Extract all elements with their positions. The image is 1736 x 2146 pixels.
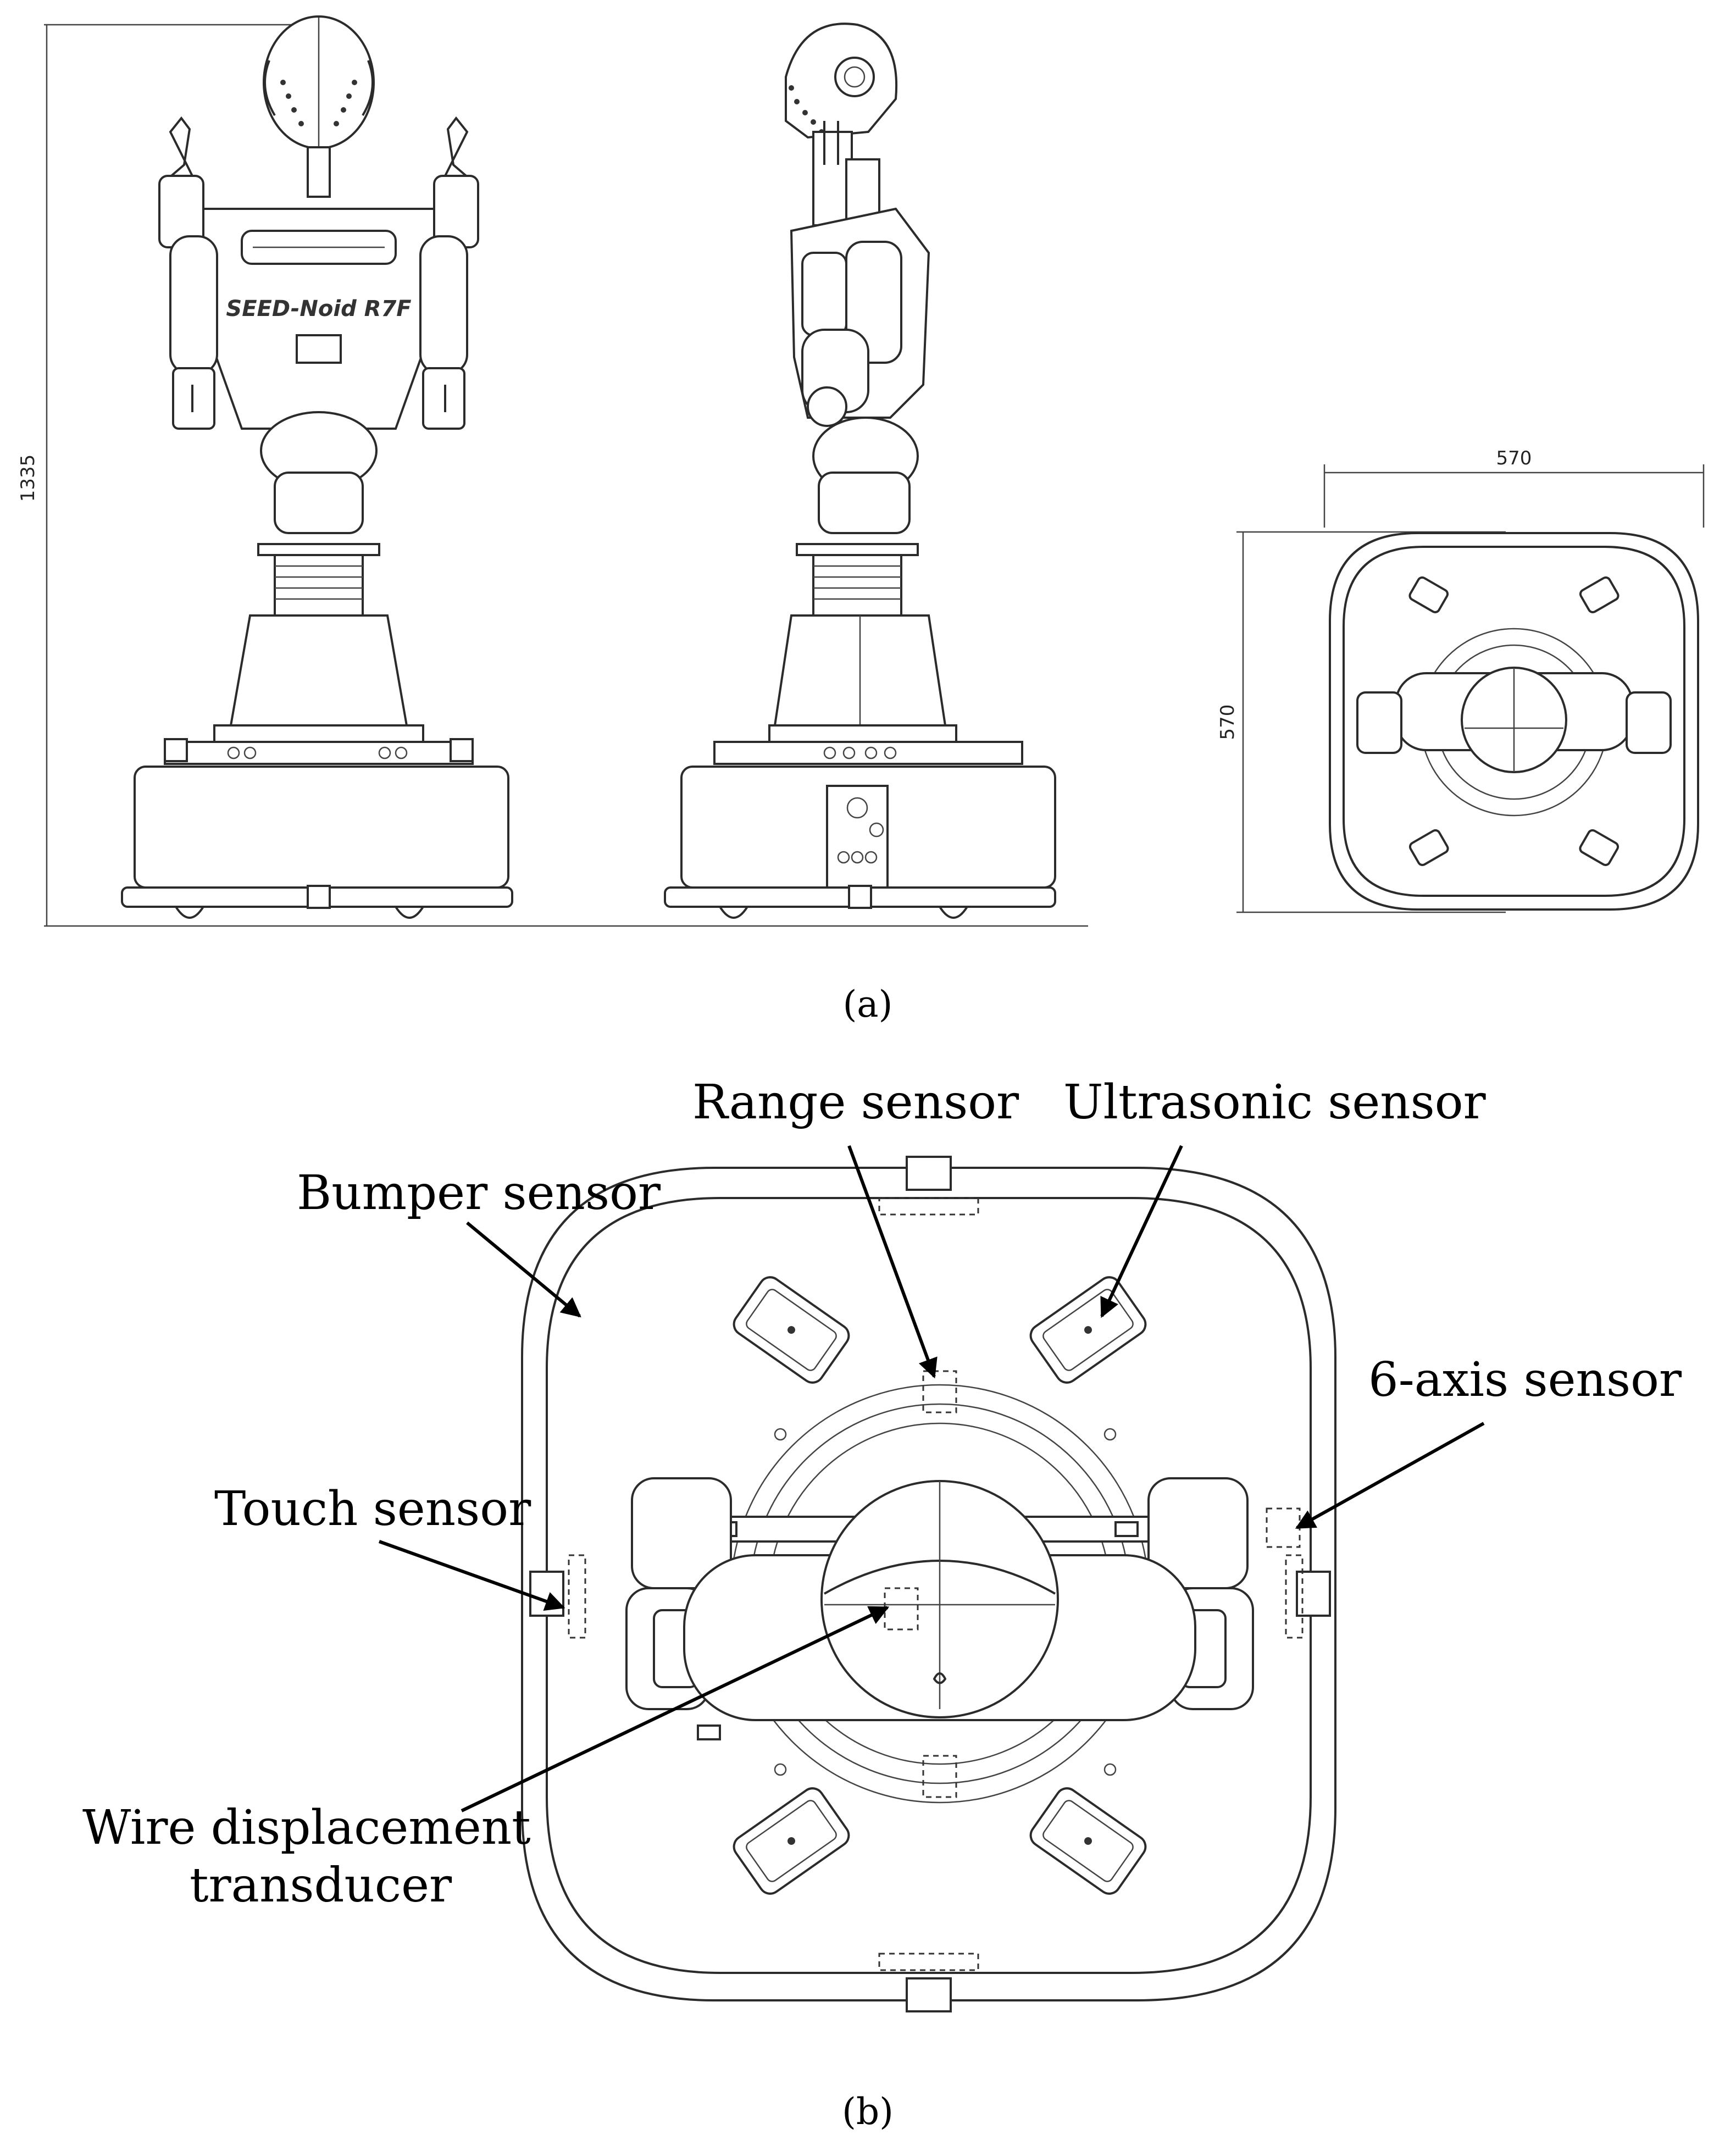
width-dim-label: 570 bbox=[1496, 447, 1532, 469]
touch-sensor-label: Touch sensor bbox=[214, 1482, 531, 1537]
side-view-robot bbox=[664, 23, 1056, 919]
label-arrows bbox=[378, 1145, 1485, 1812]
front-view-robot: SEED-Noid R7F bbox=[121, 15, 513, 919]
caption-b: (b) bbox=[842, 2090, 894, 2133]
touch-sensor-arrow bbox=[378, 1540, 565, 1611]
panel-b: Range sensor Ultrasonic sensor Bumper se… bbox=[82, 1075, 1682, 2133]
bumper-sensor-label: Bumper sensor bbox=[297, 1166, 661, 1221]
six-axis-sensor-label: 6-axis sensor bbox=[1368, 1352, 1682, 1407]
ultrasonic-sensor-arrow bbox=[1100, 1145, 1183, 1318]
height-dim-label: 1335 bbox=[17, 454, 39, 502]
wire-transducer-label-line2: transducer bbox=[190, 1858, 452, 1913]
wire-transducer-label-line1: Wire displacement bbox=[82, 1800, 531, 1855]
ultrasonic-sensor-label: Ultrasonic sensor bbox=[1063, 1075, 1487, 1130]
range-sensor-label: Range sensor bbox=[692, 1075, 1019, 1130]
robot-body-top bbox=[625, 1477, 1301, 1740]
bumper-frame bbox=[521, 1156, 1336, 2012]
depth-dim-label: 570 bbox=[1217, 705, 1239, 740]
robot-logo: SEED-Noid R7F bbox=[226, 296, 411, 321]
panel-a: 1335 SEED-Noid R7F bbox=[17, 15, 1705, 1025]
top-view-small: 570 570 bbox=[1217, 447, 1705, 913]
sensor-labels: Range sensor Ultrasonic sensor Bumper se… bbox=[82, 1075, 1682, 1913]
bumper-sensor-arrow bbox=[466, 1221, 581, 1318]
six-axis-sensor-arrow bbox=[1295, 1422, 1485, 1529]
ultrasonic-pads bbox=[733, 1276, 1147, 1895]
range-sensor-arrow bbox=[847, 1145, 938, 1379]
height-dimension: 1335 bbox=[17, 24, 1088, 927]
wire-transducer-arrow bbox=[461, 1606, 890, 1812]
caption-a: (a) bbox=[843, 983, 893, 1025]
